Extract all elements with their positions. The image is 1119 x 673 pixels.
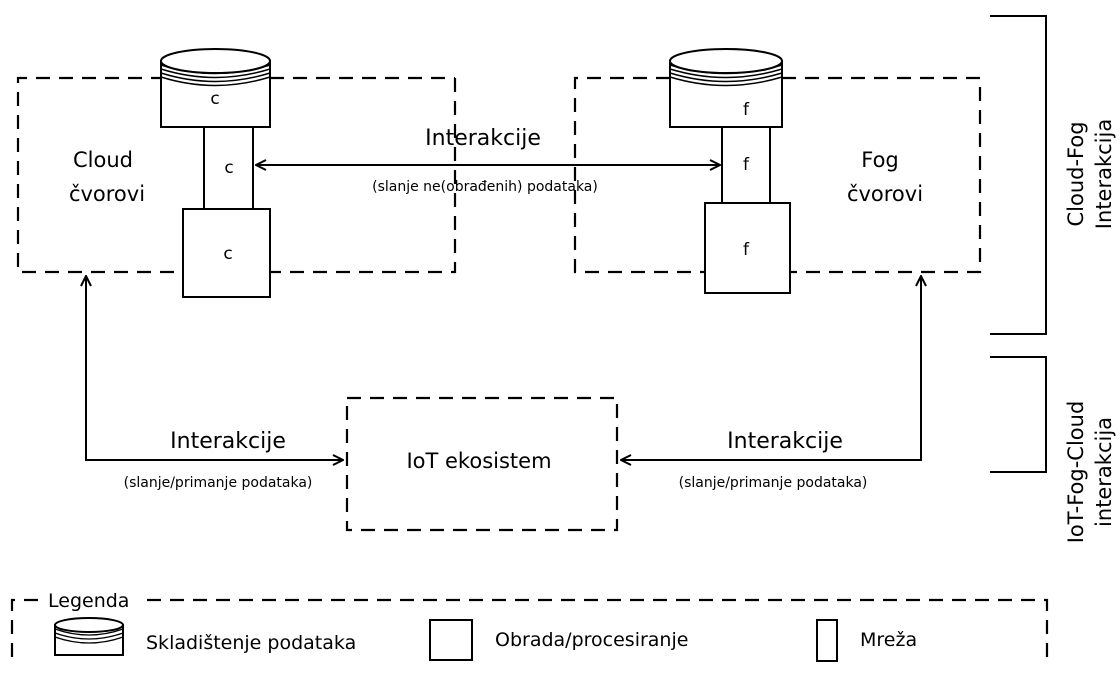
iot-fog-cloud-bracket-label-line2: interakcija	[1092, 417, 1116, 527]
cloud-iot-interaction-arrow: Interakcije (slanje/primanje podataka)	[86, 276, 343, 491]
iot-fog-cloud-bracket: IoT-Fog-Cloud interakcija	[990, 356, 1116, 544]
cloud-node-stack: c c c	[160, 48, 271, 298]
legend-title: Legenda	[48, 590, 129, 612]
fog-network-icon: f	[721, 126, 771, 204]
fog-iot-interaction-title: Interakcije	[727, 429, 843, 454]
fog-iot-interaction-arrow: Interakcije (slanje/primanje podataka)	[621, 276, 921, 491]
cloud-processing-icon: c	[182, 208, 271, 298]
iot-fog-cloud-bracket-label-line1: IoT-Fog-Cloud	[1064, 401, 1088, 544]
cloud-fog-interaction-arrow: Interakcije (slanje ne(obrađenih) podata…	[256, 126, 720, 195]
legend-storage-label: Skladištenje podataka	[146, 632, 356, 654]
cloud-storage-icon: c	[160, 48, 271, 128]
cloud-fog-bracket: Cloud-Fog Interakcija	[990, 15, 1116, 335]
cloud-fog-interaction-subtitle: (slanje ne(obrađenih) podataka)	[372, 179, 598, 195]
legend: Legenda Skladištenje podataka Obrada/pro…	[10, 590, 1049, 664]
cloud-iot-interaction-title: Interakcije	[170, 429, 286, 454]
legend-processing-icon	[429, 619, 473, 661]
cloud-storage-letter: c	[210, 89, 219, 109]
fog-processing-letter: f	[743, 240, 750, 260]
legend-network-icon	[816, 619, 838, 662]
fog-label-line1: Fog	[861, 148, 899, 172]
fog-storage-letter: f	[743, 100, 750, 120]
fog-nodes-region: Fog čvorovi	[573, 76, 982, 274]
legend-storage-icon	[54, 617, 124, 656]
fog-storage-icon: f	[669, 48, 783, 128]
fog-network-letter: f	[743, 155, 750, 175]
cloud-label-line1: Cloud	[73, 148, 133, 172]
cloud-network-letter: c	[224, 158, 233, 178]
legend-processing-label: Obrada/procesiranje	[495, 629, 688, 651]
iot-ecosystem-label: IoT ekosistem	[406, 449, 551, 473]
cloud-nodes-region: Cloud čvorovi	[16, 76, 457, 274]
cloud-network-icon: c	[203, 126, 254, 210]
cloud-fog-bracket-label-line2: Interakcija	[1092, 119, 1116, 229]
cloud-processing-letter: c	[223, 244, 232, 264]
legend-network-label: Mreža	[860, 629, 917, 651]
cloud-fog-interaction-title: Interakcije	[425, 126, 541, 151]
fog-iot-interaction-subtitle: (slanje/primanje podataka)	[679, 475, 868, 491]
cloud-label-line2: čvorovi	[69, 182, 145, 206]
cloud-iot-interaction-subtitle: (slanje/primanje podataka)	[124, 475, 313, 491]
iot-ecosystem-box: IoT ekosistem	[345, 396, 619, 532]
fog-label-line2: čvorovi	[847, 182, 923, 206]
fog-processing-icon: f	[704, 202, 791, 294]
cloud-fog-bracket-label-line1: Cloud-Fog	[1064, 121, 1088, 226]
fog-node-stack: f f f	[669, 48, 791, 294]
